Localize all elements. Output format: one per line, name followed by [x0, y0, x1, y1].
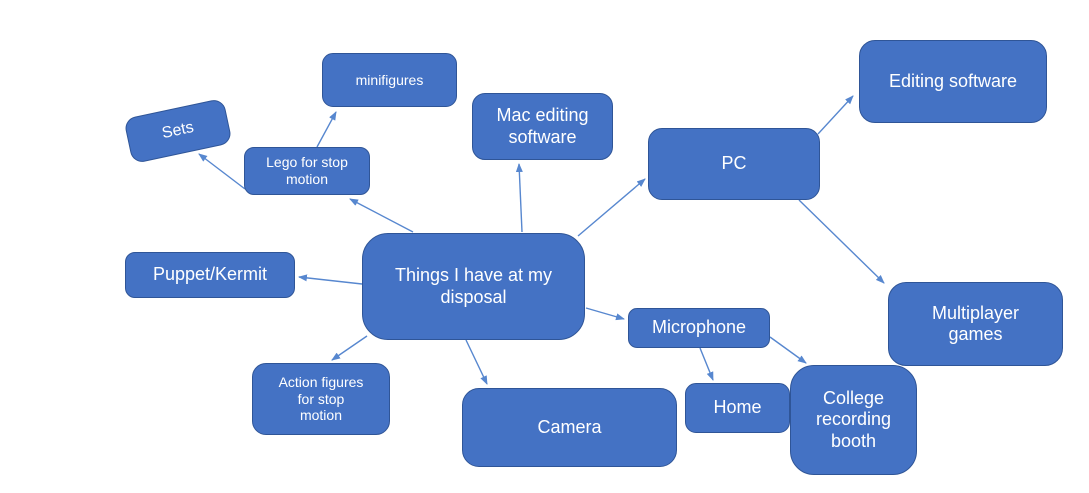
connector-central-puppet: [298, 274, 363, 285]
connector-central-camera: [465, 339, 488, 385]
node-college-recording-booth[interactable]: College recording booth: [790, 365, 917, 475]
node-lego-for-stop-motion[interactable]: Lego for stop motion: [244, 147, 370, 195]
connector-lego-sets: [198, 153, 246, 190]
connector-central-microphone: [585, 307, 625, 321]
connector-central-mac: [515, 163, 523, 233]
connector-lego-minifigures: [316, 111, 337, 148]
connector-pc-multiplayer: [798, 199, 885, 284]
node-camera[interactable]: Camera: [462, 388, 677, 467]
connector-central-pc: [577, 178, 646, 237]
node-mac-editing-software[interactable]: Mac editing software: [472, 93, 613, 160]
connector-pc-editing: [817, 95, 854, 135]
node-pc[interactable]: PC: [648, 128, 820, 200]
connector-central-action: [331, 335, 368, 361]
node-home[interactable]: Home: [685, 383, 790, 433]
connector-central-lego: [349, 198, 414, 233]
node-central-things-at-disposal[interactable]: Things I have at my disposal: [362, 233, 585, 340]
node-microphone[interactable]: Microphone: [628, 308, 770, 348]
node-editing-software[interactable]: Editing software: [859, 40, 1047, 123]
node-multiplayer-games[interactable]: Multiplayer games: [888, 282, 1063, 366]
node-puppet-kermit[interactable]: Puppet/Kermit: [125, 252, 295, 298]
connector-microphone-home: [699, 347, 714, 381]
node-action-figures-stop-motion[interactable]: Action figures for stop motion: [252, 363, 390, 435]
node-minifigures[interactable]: minifigures: [322, 53, 457, 107]
connector-microphone-college: [769, 336, 807, 364]
